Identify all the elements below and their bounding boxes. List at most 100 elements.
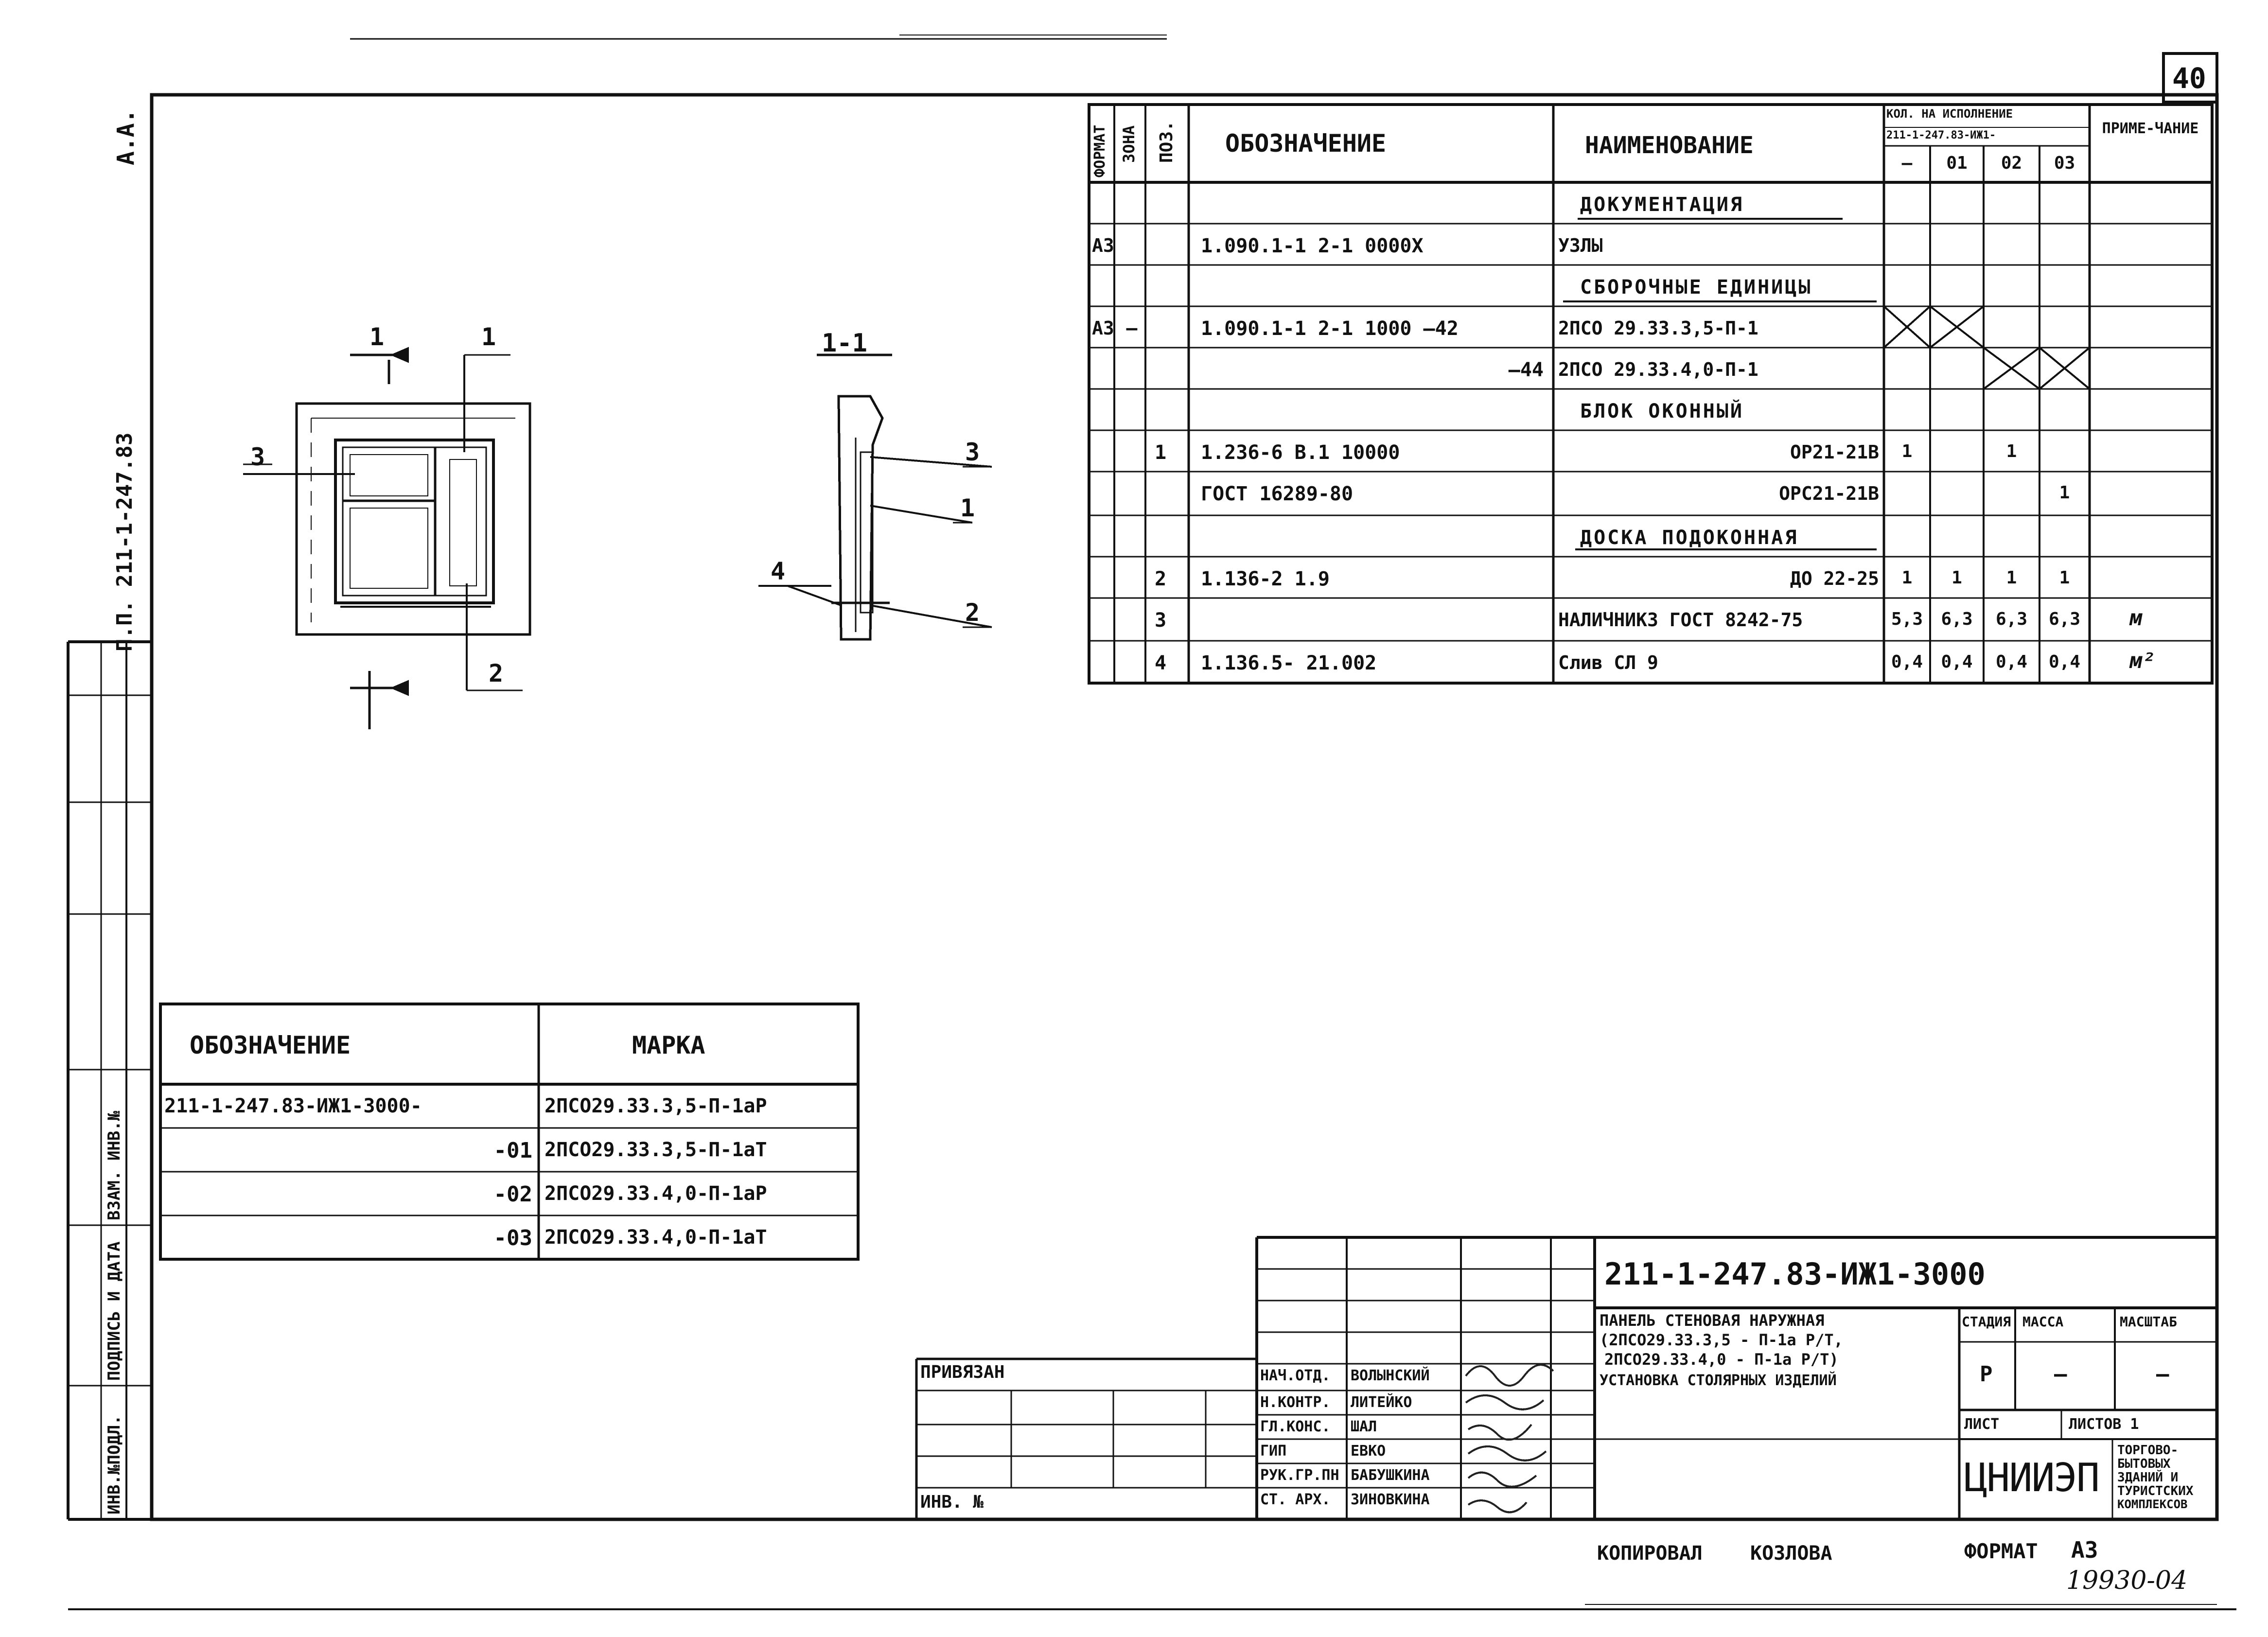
marks-row-mark: 2ПСО29.33.3,5-П-1аТ bbox=[545, 1139, 767, 1161]
inv-label: ИНВ. № bbox=[920, 1492, 984, 1512]
strip-inv-label: ИНВ.№ПОДЛ. bbox=[105, 1415, 124, 1514]
spec-header-pos: ПОЗ. bbox=[1157, 121, 1177, 163]
callout-2: 1 bbox=[481, 323, 496, 351]
spec-variant-header: — bbox=[1901, 153, 1913, 173]
spec-row-designation: ГОСТ 16289-80 bbox=[1201, 483, 1354, 505]
spec-row-qty: 6,3 bbox=[1941, 609, 1973, 629]
strip-sign-label: ПОДПИСЬ И ДАТА bbox=[105, 1241, 124, 1381]
spec-variant-header: 01 bbox=[1946, 153, 1968, 173]
marks-row-mark: 2ПСО29.33.4,0-П-1аТ bbox=[545, 1226, 767, 1249]
title-line-4: УСТАНОВКА СТОЛЯРНЫХ ИЗДЕЛИЙ bbox=[1600, 1372, 1837, 1389]
spec-row-section-title: ДОСКА ПОДОКОННАЯ bbox=[1580, 527, 1799, 549]
callout-6: 1 bbox=[960, 494, 975, 522]
spec-header-format: ФОРМАТ bbox=[1091, 124, 1108, 177]
spec-row-qty: 0,4 bbox=[1995, 652, 2028, 672]
format-label: ФОРМАТ bbox=[1964, 1539, 2038, 1563]
stage-label: СТАДИЯ bbox=[1962, 1314, 2011, 1330]
staff-role: РУК.ГР.ПН bbox=[1260, 1467, 1339, 1484]
staff-role: ГЛ.КОНС. bbox=[1260, 1418, 1331, 1435]
marks-row-designation: -03 bbox=[493, 1226, 532, 1250]
marks-row-mark: 2ПСО29.33.3,5-П-1аР bbox=[545, 1095, 767, 1117]
callout-5: 3 bbox=[965, 438, 980, 466]
spec-row-qty: 0,4 bbox=[1891, 652, 1923, 672]
org-sub-2: БЫТОВЫХ bbox=[2117, 1457, 2171, 1471]
spec-row-pos: 3 bbox=[1155, 609, 1167, 632]
title-block-code: 211-1-247.83-ИЖ1-3000 bbox=[1604, 1256, 1986, 1292]
spec-row-section-title: СБОРОЧНЫЕ ЕДИНИЦЫ bbox=[1580, 276, 1812, 299]
section-label: 1-1 bbox=[822, 329, 867, 358]
spec-header-zone: ЗОНА bbox=[1120, 125, 1138, 163]
copied-name: КОЗЛОВА bbox=[1750, 1542, 1832, 1565]
mass-value: — bbox=[2054, 1362, 2067, 1387]
mass-label: МАССА bbox=[2022, 1314, 2064, 1330]
spec-row-name: ДО 22-25 bbox=[1790, 568, 1879, 589]
callout-4: 3 bbox=[250, 443, 265, 471]
scale-value: — bbox=[2156, 1362, 2169, 1387]
marks-row-designation: -02 bbox=[493, 1182, 532, 1207]
spec-header-qty-sub: 211-1-247.83-ИЖ1- bbox=[1886, 129, 1996, 141]
spec-row-format: А3 bbox=[1092, 235, 1114, 256]
sheet-label: ЛИСТ bbox=[1964, 1416, 2000, 1433]
spec-row-designation: 1.090.1-1 2-1 1000 —42 bbox=[1201, 317, 1459, 340]
scale-label: МАСШТАБ bbox=[2120, 1314, 2178, 1330]
bound-label: ПРИВЯЗАН bbox=[920, 1362, 1005, 1382]
strip-swap-label: ВЗАМ. ИНВ.№ bbox=[105, 1110, 124, 1220]
top-left-code: П.П. 211-1-247.83 bbox=[112, 432, 137, 651]
spec-row-designation: 1.136-2 1.9 bbox=[1201, 568, 1330, 590]
marks-row-designation: 211-1-247.83-ИЖ1-3000- bbox=[164, 1095, 422, 1117]
spec-row-format: А3 bbox=[1092, 317, 1114, 339]
spec-row-qty: 1 bbox=[2006, 441, 2017, 461]
spec-row-qty: 6,3 bbox=[2048, 609, 2081, 629]
callout-3: 2 bbox=[489, 659, 504, 687]
staff-name: ЛИТЕЙКО bbox=[1351, 1394, 1412, 1411]
stage-value: Р bbox=[1980, 1362, 1993, 1387]
sheets-label: ЛИСТОВ 1 bbox=[2069, 1416, 2139, 1433]
spec-row-pos: 4 bbox=[1155, 652, 1167, 674]
callout-7: 4 bbox=[771, 557, 786, 585]
staff-name: ШАЛ bbox=[1351, 1418, 1377, 1435]
marks-header-designation: ОБОЗНАЧЕНИЕ bbox=[190, 1031, 351, 1059]
spec-row-note: м bbox=[2129, 606, 2143, 631]
org-logo: ЦНИИЭП bbox=[1964, 1455, 2100, 1500]
spec-row-name: НАЛИЧНИК3 ГОСТ 8242-75 bbox=[1558, 609, 1803, 631]
title-line-1: ПАНЕЛЬ СТЕНОВАЯ НАРУЖНАЯ bbox=[1600, 1311, 1825, 1330]
title-line-3: 2ПСО29.33.4,0 - П-1а Р/Т) bbox=[1604, 1350, 1839, 1369]
sheet-number: 40 bbox=[2172, 62, 2206, 95]
spec-header-designation: ОБОЗНАЧЕНИЕ bbox=[1225, 129, 1387, 158]
spec-row-designation: 1.236-6 В.1 10000 bbox=[1201, 441, 1400, 464]
marks-row-mark: 2ПСО29.33.4,0-П-1аР bbox=[545, 1182, 767, 1205]
org-sub-3: ЗДАНИЙ И bbox=[2117, 1470, 2179, 1485]
spec-row-designation: 1.136.5- 21.002 bbox=[1201, 652, 1377, 674]
staff-role: НАЧ.ОТД. bbox=[1260, 1367, 1331, 1384]
staff-name: БАБУШКИНА bbox=[1351, 1467, 1430, 1484]
spec-row-qty: 1 bbox=[2006, 568, 2017, 588]
spec-variant-header: 02 bbox=[2001, 153, 2022, 173]
spec-row-qty: 1 bbox=[1952, 568, 1962, 588]
spec-header-qty: КОЛ. НА ИСПОЛНЕНИЕ bbox=[1886, 107, 2013, 121]
spec-row-designation: —44 bbox=[1508, 359, 1544, 381]
staff-name: ВОЛЫНСКИЙ bbox=[1351, 1367, 1430, 1384]
staff-role: СТ. АРХ. bbox=[1260, 1491, 1331, 1508]
spec-row-qty: 0,4 bbox=[2048, 652, 2081, 672]
spec-row-section-title: ДОКУМЕНТАЦИЯ bbox=[1580, 194, 1744, 216]
staff-name: ЕВКО bbox=[1351, 1443, 1386, 1460]
spec-row-section-title: БЛОК ОКОННЫЙ bbox=[1580, 400, 1744, 422]
marks-header-mark: МАРКА bbox=[632, 1031, 705, 1059]
spec-row-qty: 5,3 bbox=[1891, 609, 1923, 629]
copied-label: КОПИРОВАЛ bbox=[1597, 1542, 1703, 1565]
staff-name: ЗИНОВКИНА bbox=[1351, 1491, 1430, 1508]
org-sub-4: ТУРИСТСКИХ bbox=[2117, 1484, 2194, 1498]
top-left-mark: А.А. bbox=[112, 109, 140, 165]
archive-number: 19930-04 bbox=[2066, 1566, 2188, 1595]
spec-row-designation: 1.090.1-1 2-1 0000Х bbox=[1201, 235, 1424, 257]
spec-header-name: НАИМЕНОВАНИЕ bbox=[1585, 132, 1754, 159]
spec-row-pos: 1 bbox=[1155, 441, 1167, 464]
spec-row-qty: 0,4 bbox=[1941, 652, 1973, 672]
spec-row-name: 2ПСО 29.33.3,5-П-1 bbox=[1558, 317, 1758, 339]
spec-row-qty: 1 bbox=[1901, 441, 1913, 461]
callout-1: 1 bbox=[369, 323, 385, 351]
spec-row-name: ОРС21-21В bbox=[1779, 483, 1879, 504]
marks-row-designation: -01 bbox=[493, 1138, 532, 1163]
org-sub-5: КОМПЛЕКСОВ bbox=[2117, 1497, 2188, 1511]
